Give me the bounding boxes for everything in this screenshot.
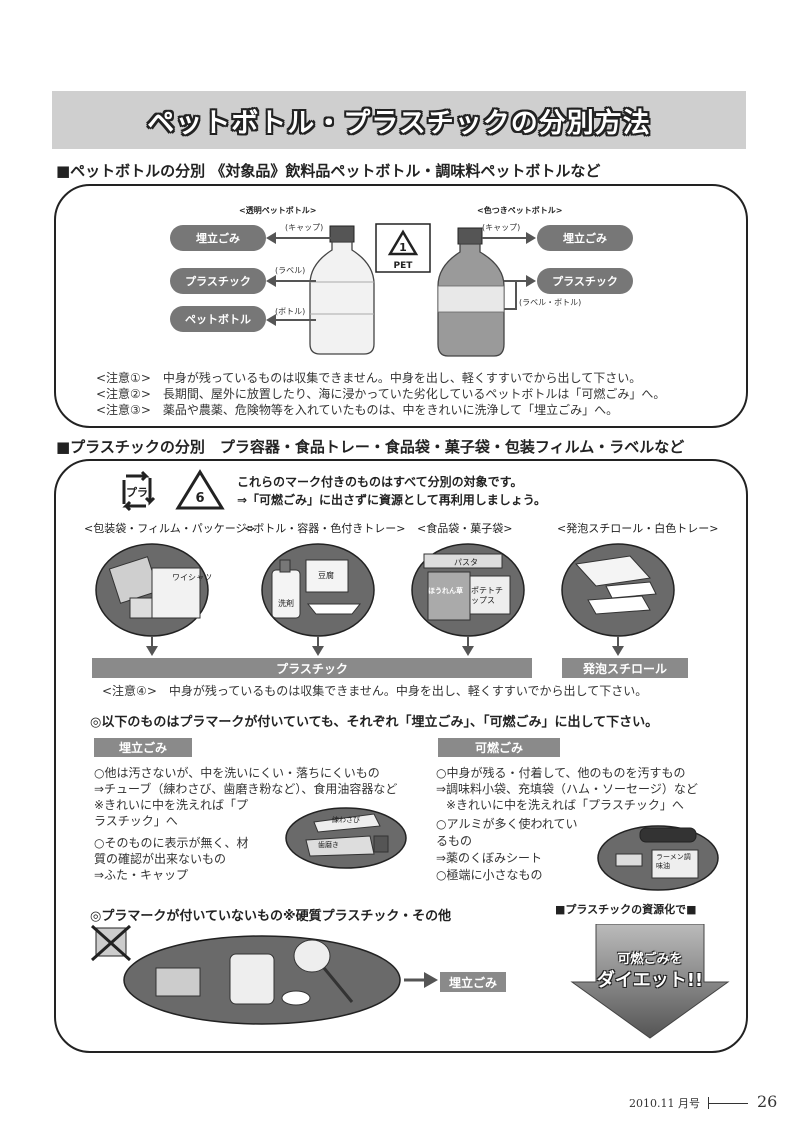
clear-bottle-label: <透明ペットボトル>: [239, 206, 317, 215]
left-arrows: [266, 232, 334, 326]
title-bar: ペットボトル・プラスチックの分別方法: [52, 91, 746, 149]
page-number: 26: [757, 1092, 778, 1111]
burnable-line-3: ※きれいに中を洗えれば「プラスチック」へ: [446, 798, 684, 812]
pura-mark-icon: プラ: [122, 470, 156, 512]
ramen-label: ラーメン調味油: [656, 853, 691, 870]
burnable-line-2: ⇒調味料小袋、充填袋（ハム・ソーセージ）など: [436, 782, 698, 796]
label-bottle-label-right: (ラベル・ボトル): [519, 298, 582, 307]
recycle-6-number: 6: [195, 491, 204, 506]
tube-wasabi-label: 練わさび: [332, 816, 360, 824]
pet-recycle-icon: 1 PET: [375, 223, 431, 273]
item-shirt-label: ワイシャツ: [172, 573, 212, 582]
right-arrows: [482, 232, 536, 310]
category-food-bags: <食品袋・菓子袋>: [417, 522, 513, 535]
item-pasta-label: パスタ: [454, 558, 478, 567]
burnable-line-4: ○アルミが多く使われてい: [436, 817, 578, 831]
diet-line-2: ダイエット!!: [596, 970, 704, 991]
note-4: <注意④> 中身が残っているものは収集できません。中身を出し、軽くすすいでから出…: [102, 684, 648, 698]
cap-label-right: (キャップ): [482, 223, 521, 232]
footer-rule: [708, 1103, 748, 1104]
diet-arrow-icon: [570, 924, 730, 1039]
category-styrofoam: <発泡スチロール・白色トレー>: [557, 522, 719, 535]
pill-landfill-right: 埋立ごみ: [537, 225, 633, 251]
footer-issue: 2010.11 月号: [629, 1097, 700, 1110]
cap-label-left: (キャップ): [285, 223, 324, 232]
pill-landfill-left: 埋立ごみ: [170, 225, 266, 251]
pet-note-2: <注意②> 長期間、屋外に放置したり、海に浸かっていた劣化しているペットボトルは…: [96, 387, 666, 401]
colored-bottle-label: <色つきペットボトル>: [477, 206, 563, 215]
landfill-line-3: ※きれいに中を洗えれば「プ: [94, 798, 249, 812]
no-mark-result: 埋立ごみ: [440, 972, 506, 992]
band-plastic: プラスチック: [92, 658, 532, 678]
burnable-line-1: ○中身が残る・付着して、他のものを汚すもの: [436, 766, 686, 780]
item-tofu-label: 豆腐: [318, 571, 334, 580]
footer-rule-tick: [708, 1097, 709, 1109]
page-title: ペットボトル・プラスチックの分別方法: [147, 107, 651, 139]
landfill-line-6: 質の確認が出来ないもの: [94, 852, 227, 866]
bottle-label-left: (ボトル): [275, 307, 306, 316]
tube-toothpaste-label: 歯磨き: [318, 841, 339, 849]
clear-bottle-icon: [309, 225, 375, 355]
burnable-line-5: るもの: [436, 834, 473, 848]
no-mark-illustration: [90, 924, 438, 1025]
burnable-line-7: ○極端に小さなもの: [436, 868, 543, 882]
landfill-line-7: ⇒ふた・キャップ: [94, 868, 189, 882]
exceptions-heading: ◎以下のものはプラマークが付いていても、それぞれ「埋立ごみ」、「可燃ごみ」に出し…: [90, 715, 659, 730]
colored-bottle-icon: [437, 227, 505, 357]
plastic-intro-2: ⇒「可燃ごみ」に出さずに資源として再利用しましょう。: [237, 493, 546, 507]
item-chips-label: ポテトチップス: [471, 586, 503, 605]
no-mark-heading: ◎プラマークが付いていないもの※硬質プラスチック・その他: [90, 909, 452, 924]
category-bottles: <ボトル・容器・色付きトレー>: [244, 522, 406, 535]
pet-note-1: <注意①> 中身が残っているものは収集できません。中身を出し、軽くすすいでから出…: [96, 371, 642, 385]
pet-note-3: <注意③> 薬品や農薬、危険物等を入れていたものは、中をきれいに洗浄して「埋立ご…: [96, 403, 619, 417]
category-illustrations: [95, 543, 675, 656]
plastic-section-heading: ■プラスチックの分別 プラ容器・食品トレー・食品袋・菓子袋・包装フィルム・ラベル…: [56, 438, 685, 456]
landfill-line-4: ラスチック」へ: [94, 814, 178, 828]
tubes-illustration: [285, 807, 407, 869]
diet-line-1: 可燃ごみを: [617, 952, 683, 967]
pet-section-heading: ■ペットボトルの分別 《対象品》飲料品ペットボトル・調味料ペットボトルなど: [56, 162, 601, 180]
burnable-line-6: ⇒薬のくぼみシート: [436, 851, 543, 865]
item-spinach-label: ほうれん草: [428, 587, 463, 595]
pet-illustration: 1 PET: [266, 223, 536, 357]
recycle-6-icon: 6: [175, 469, 225, 510]
landfill-head: 埋立ごみ: [94, 738, 192, 757]
item-detergent-label: 洗剤: [278, 599, 294, 608]
landfill-line-1: ○他は汚さないが、中を洗いにくい・落ちにくいもの: [94, 766, 380, 780]
diet-heading: ■プラスチックの資源化で■: [555, 903, 697, 916]
ramen-illustration: [597, 825, 719, 891]
band-styrofoam: 発泡スチロール: [562, 658, 688, 678]
category-packaging: <包装袋・フィルム・パッケージ>: [84, 522, 256, 535]
burnable-head: 可燃ごみ: [438, 738, 560, 757]
pill-plastic-right: プラスチック: [537, 268, 633, 294]
plastic-marks: プラ 6: [122, 469, 225, 512]
landfill-line-2: ⇒チューブ（練わさび、歯磨き粉など）、食用油容器など: [94, 782, 398, 796]
pet-mark-number: 1: [399, 241, 407, 254]
pill-pet-left: ペットボトル: [170, 306, 266, 332]
no-pura-mark-icon: [90, 924, 132, 962]
landfill-line-5: ○そのものに表示が無く、材: [94, 836, 249, 850]
plastic-intro-1: これらのマーク付きのものはすべて分別の対象です。: [237, 475, 523, 489]
pura-mark-text: プラ: [126, 485, 148, 499]
pet-mark-text: PET: [394, 261, 414, 271]
label-label-left: (ラベル): [275, 266, 306, 275]
pill-plastic-left: プラスチック: [170, 268, 266, 294]
